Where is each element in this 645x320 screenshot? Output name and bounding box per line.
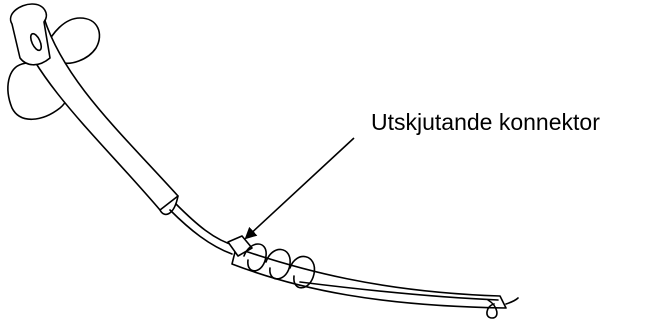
catheter-hub xyxy=(9,3,51,66)
hub-opening xyxy=(29,32,43,52)
coil-wrap xyxy=(289,255,316,289)
lead-body xyxy=(231,247,507,309)
callout-label: Utskjutande konnektor xyxy=(371,109,600,135)
coil-wrap xyxy=(265,248,291,280)
callout-arrow xyxy=(244,137,355,240)
guide-wire xyxy=(169,209,233,255)
lead-tip xyxy=(486,299,498,319)
coil-wrap xyxy=(243,243,267,272)
